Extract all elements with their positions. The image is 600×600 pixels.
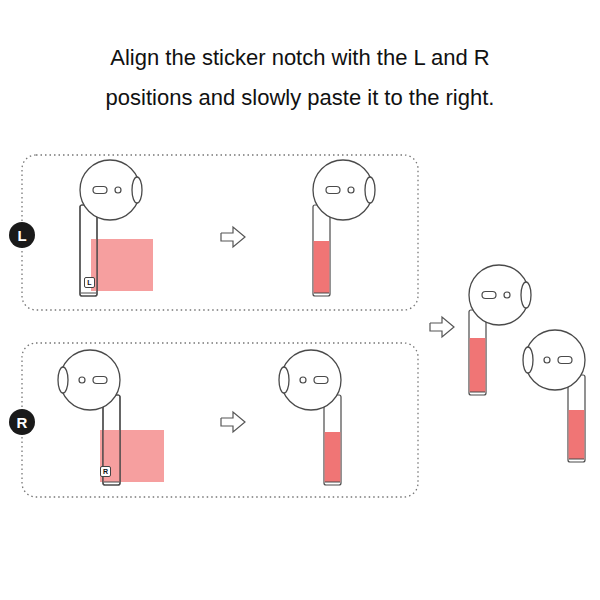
sticker xyxy=(470,338,486,392)
badge-letter: L xyxy=(17,227,26,244)
step-arrow xyxy=(221,227,245,247)
earbud xyxy=(313,160,375,296)
sticker xyxy=(569,410,585,459)
side-badge: R xyxy=(9,409,35,435)
step-arrow xyxy=(221,412,245,432)
notch-mark: L xyxy=(84,277,95,288)
badge-letter: R xyxy=(17,414,28,431)
sticker xyxy=(314,241,330,293)
earbud xyxy=(523,330,585,462)
sticker-sheet xyxy=(91,239,153,291)
step-arrow xyxy=(430,317,454,337)
sticker xyxy=(325,432,341,482)
earbud xyxy=(469,265,531,395)
notch-mark: R xyxy=(100,466,111,477)
earbud xyxy=(58,350,164,485)
dotted-panel xyxy=(22,155,418,310)
sticker-sheet xyxy=(100,430,164,482)
dotted-panel xyxy=(22,343,418,497)
earbud xyxy=(279,350,341,485)
earbud xyxy=(80,160,153,296)
side-badge: L xyxy=(9,222,35,248)
title: Align the sticker notch with the L and R… xyxy=(65,38,535,118)
